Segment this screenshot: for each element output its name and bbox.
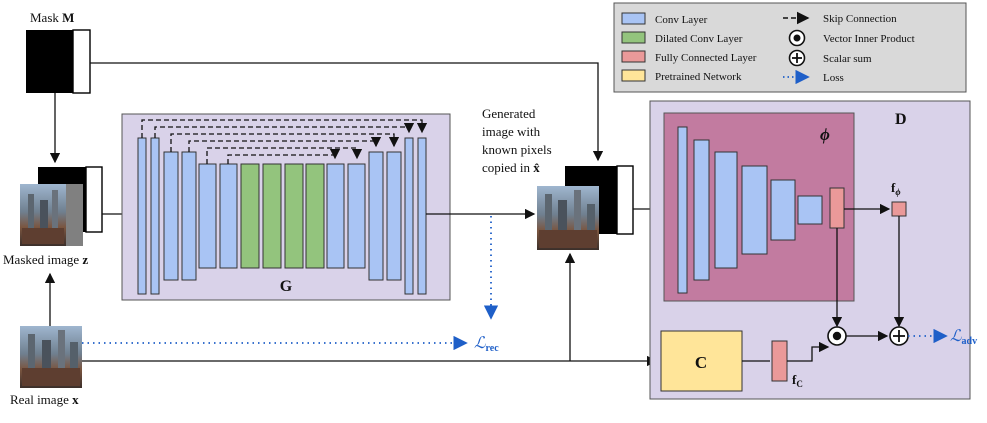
f-phi-label: fϕ <box>891 180 901 197</box>
svg-text:Generated: Generated <box>482 106 536 121</box>
fc-layer-c <box>771 340 788 382</box>
generated-symbol: x̂ <box>533 160 540 175</box>
legend-fc-label: Fully Connected Layer <box>655 52 757 64</box>
real-image-label: Real image <box>10 392 69 407</box>
svg-text:known pixels: known pixels <box>482 142 552 157</box>
context-network <box>660 330 743 392</box>
mask-symbol: M <box>62 10 74 25</box>
legend-skip-label: Skip Connection <box>823 13 897 25</box>
legend: Conv Layer Dilated Conv Layer Fully Conn… <box>613 2 967 93</box>
svg-text:Real image x: Real image x <box>10 392 79 407</box>
masked-image-z: Masked image z <box>3 166 103 267</box>
discriminator-d: D ϕ C fC fϕ <box>649 100 971 400</box>
legend-sum-label: Scalar sum <box>823 53 872 65</box>
real-image-symbol: x <box>72 392 79 407</box>
legend-conv-swatch <box>621 12 646 25</box>
mask-m: Mask M <box>26 10 91 94</box>
generated-image <box>537 165 634 250</box>
context-net-label: C <box>695 353 707 372</box>
svg-text:copied in x̂: copied in x̂ <box>482 160 540 175</box>
legend-fc-swatch <box>621 50 646 63</box>
legend-loss-label: Loss <box>823 72 844 84</box>
loss-rec: ℒrec <box>474 335 499 354</box>
masked-image-label: Masked image <box>3 252 79 267</box>
legend-dilated-swatch <box>621 31 646 44</box>
legend-pretrained-swatch <box>621 69 646 82</box>
discriminator-label: D <box>895 111 907 128</box>
legend-inner-label: Vector Inner Product <box>823 33 915 45</box>
generator-g: G <box>121 113 451 301</box>
legend-pretrained-label: Pretrained Network <box>655 71 742 83</box>
generated-caption: Generated image with known pixels copied… <box>482 106 552 175</box>
generator-label: G <box>280 278 293 295</box>
svg-text:Mask M: Mask M <box>30 10 74 25</box>
legend-conv-label: Conv Layer <box>655 14 708 26</box>
masked-image-symbol: z <box>82 252 88 267</box>
svg-text:image with: image with <box>482 124 541 139</box>
legend-dilated-label: Dilated Conv Layer <box>655 33 743 45</box>
skip-connections <box>141 119 428 164</box>
phi-label: ϕ <box>820 125 830 144</box>
real-image-x: Real image x <box>10 326 82 407</box>
f-c-label: fC <box>792 372 803 389</box>
mask-label: Mask <box>30 10 59 25</box>
loss-adv: ℒadv <box>950 328 977 347</box>
f-phi-box <box>891 201 907 217</box>
svg-text:Masked image z: Masked image z <box>3 252 88 267</box>
